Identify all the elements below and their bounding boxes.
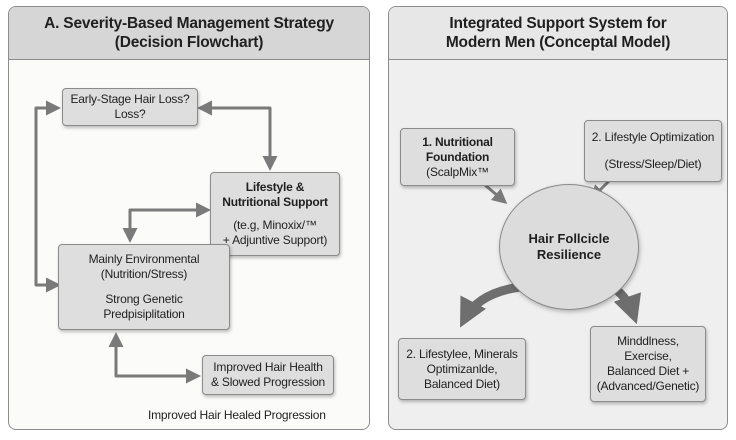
hair-follicle-resilience-hub: Hair Follcicle Resilience: [499, 184, 639, 310]
arrow-center-to-minerals: [460, 282, 521, 328]
left-panel-header: A. Severity-Based Management Strategy (D…: [9, 7, 369, 60]
left-panel-title: A. Severity-Based Management Strategy: [44, 15, 334, 32]
node-lifestyle-optimization: 2. Lifestyle Optimization (Stress/Sleep/…: [584, 120, 722, 182]
node-lifestyle-minerals: 2. Lifestylee, Minerals Optimizanlde, Ba…: [398, 338, 526, 400]
right-panel-title: Integrated Support System for: [449, 15, 667, 32]
node-improved-hair-health: Improved Hair Health & Slowed Progressio…: [202, 355, 334, 395]
arrow-loop-environmental-to-early: [34, 100, 61, 293]
left-panel-footer-caption: Improved Hair Healed Progression: [148, 408, 326, 422]
arrow-nutritional-to-center: [484, 183, 508, 204]
right-panel-header: Integrated Support System for Modern Men…: [389, 7, 727, 60]
arrow-environmental-to-improved: [108, 332, 201, 384]
node-nutritional-foundation: 1. Nutritional Foundation (ScalpMix™: [400, 128, 515, 186]
node-mindfulness-exercise: Minddlness, Exercise, Balanced Diet + (A…: [590, 326, 706, 402]
arrow-lifestyle-to-environmental: [122, 202, 211, 243]
node-early-stage-hair-loss: Early-Stage Hair Loss? Loss?: [62, 88, 198, 126]
right-panel-subtitle: Modern Men (Conceptal Model): [445, 34, 671, 51]
arrow-early-to-lifestyle: [197, 100, 278, 171]
node-lifestyle-nutritional-support: Lifestyle & Nutritional Support (te.g, M…: [210, 172, 340, 256]
node-mainly-environmental: Mainly Environmental (Nutrition/Stress) …: [58, 244, 230, 330]
left-panel-subtitle: (Decision Flowchart): [114, 34, 264, 51]
